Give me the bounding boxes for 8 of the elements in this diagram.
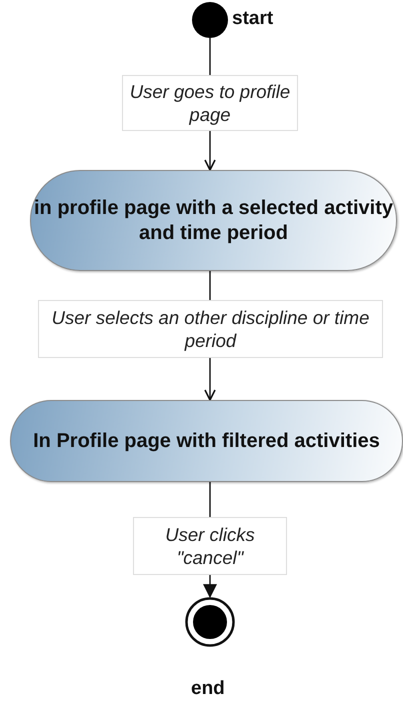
state-caption: end [191, 678, 225, 700]
state-caption: start [232, 8, 274, 30]
edge-label: User clicks "cancel" [133, 517, 287, 575]
edge-label: User goes to profile page [122, 75, 298, 131]
state-label: in profile page with a selected activity and time period [33, 196, 394, 246]
edge-label: User selects an other discipline or time period [38, 300, 383, 358]
state-box [10, 400, 403, 482]
state-label: In Profile page with filtered activities [33, 428, 380, 454]
